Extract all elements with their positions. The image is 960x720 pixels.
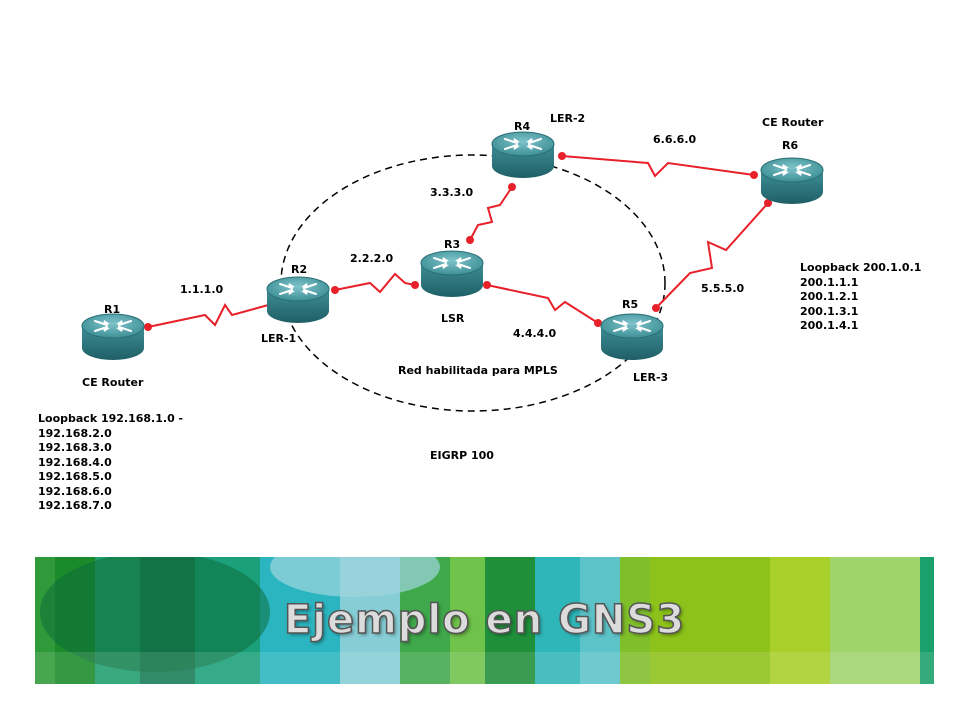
router-r4-label: R4 [514,120,530,133]
router-r6-icon[interactable] [760,157,824,205]
link-r5-r6-label: 5.5.5.0 [701,282,744,295]
r6-loopbacks: Loopback 200.1.0.1 200.1.1.1 200.1.2.1 2… [800,261,921,334]
router-r3-icon[interactable] [420,250,484,298]
router-r2-label: R2 [291,263,307,276]
link-r5-r6 [655,202,769,309]
link-r1-r2-label: 1.1.1.0 [180,283,223,296]
title-banner: Ejemplo en GNS3 [35,557,934,684]
router-r2-role: LER-1 [261,332,296,345]
link-r3-r4 [469,186,513,241]
router-r5-label: R5 [622,298,638,311]
link-r3-r4-label: 3.3.3.0 [430,186,473,199]
link-r3-r5-label: 4.4.4.0 [513,327,556,340]
router-r5-icon[interactable] [600,313,664,361]
r1-loopback-line: 192.168.4.0 [38,455,112,469]
r1-loopback-line: 192.168.5.0 [38,470,112,483]
r1-loopback-line: Loopback 192.168.1.0 - [38,412,184,425]
r6-loopback-line: 200.1.4.1 [800,319,859,332]
router-r3-label: R3 [444,238,460,251]
mpls-network-label: Red habilitada para MPLS [398,364,558,377]
banner-background [35,557,934,684]
router-r3-role: LSR [441,312,465,325]
links [147,155,769,328]
slide-title: Ejemplo en GNS3 [283,596,686,644]
r1-loopback-line: 192.168.7.0 [38,499,112,512]
link-r2-r3-label: 2.2.2.0 [350,252,393,265]
r1-loopback-line: 192.168.3.0 [38,441,112,454]
router-r5-role: LER-3 [633,371,668,384]
router-r4-role: LER-2 [550,112,585,125]
link-r1-r2 [147,303,273,328]
link-r2-r3 [334,272,416,294]
link-r4-r6-label: 6.6.6.0 [653,133,696,146]
router-r6-label: R6 [782,139,798,152]
router-r1-role: CE Router [82,376,144,389]
r6-loopback-line: 200.1.1.1 [800,275,859,289]
r1-loopbacks: Loopback 192.168.1.0 - 192.168.2.0 192.1… [38,412,183,514]
router-r6-role: CE Router [762,116,824,129]
r6-loopback-line: 200.1.3.1 [800,304,859,318]
link-r3-r5 [486,284,599,324]
r6-loopback-line: Loopback 200.1.0.1 [800,261,922,274]
router-r1-icon[interactable] [81,313,145,361]
eigrp-label: EIGRP 100 [430,449,494,462]
r6-loopback-line: 200.1.2.1 [800,290,859,303]
r1-loopback-line: 192.168.6.0 [38,484,112,498]
router-r1-label: R1 [104,303,120,316]
link-r4-r6 [561,155,755,178]
r1-loopback-line: 192.168.2.0 [38,426,112,440]
router-r4-icon[interactable] [491,131,555,179]
router-r2-icon[interactable] [266,276,330,324]
